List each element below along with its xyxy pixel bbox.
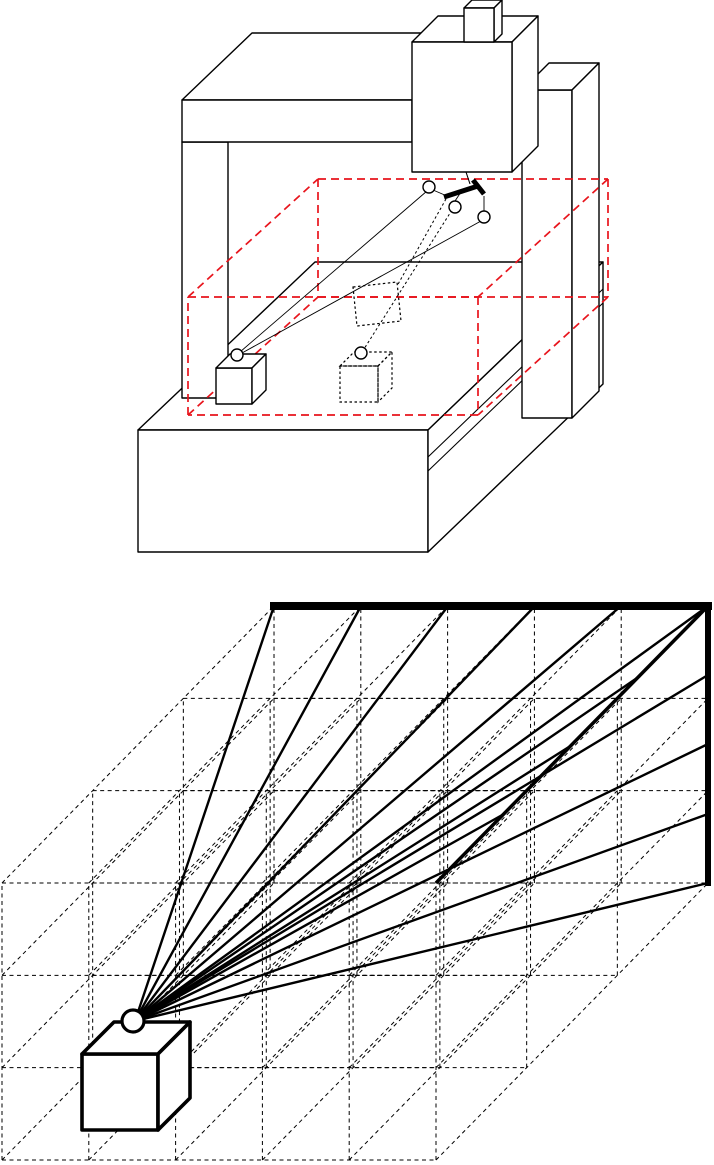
sight-ray	[134, 812, 709, 1023]
voxel-lattice	[348, 790, 622, 1069]
probe-cross-bar	[471, 178, 486, 196]
front-top-right-edge-bold	[434, 604, 710, 885]
work-volume-edge-7	[477, 178, 609, 298]
voxel-lattice	[175, 605, 448, 884]
voxel-lattice	[88, 882, 362, 1161]
spindle-block-right-face	[493, 0, 503, 43]
voxel-lattice	[1, 790, 275, 1069]
voxel-lattice	[435, 790, 709, 1069]
voxel-lattice	[88, 697, 362, 976]
probe-link-1	[432, 189, 448, 197]
viewpoint-cube-front-face	[80, 1052, 160, 1132]
measurement-line-dotted-1	[363, 209, 453, 350]
ghost-plate	[352, 281, 402, 327]
voxel-lattice	[348, 605, 622, 884]
viewpoint-cube-right-face	[156, 1020, 192, 1132]
right-column-right-face	[571, 62, 600, 419]
voxel-lattice	[435, 882, 709, 1161]
probe-ball-1	[422, 180, 436, 194]
voxel-lattice	[435, 697, 709, 976]
voxel-lattice	[1, 697, 275, 976]
voxel-lattice	[175, 790, 448, 1069]
sight-ray	[134, 673, 709, 1023]
voxel-lattice	[348, 697, 622, 976]
work-volume-edge-12	[187, 296, 319, 416]
sight-ray	[134, 605, 536, 1022]
probe-arm-bar	[443, 183, 479, 200]
sight-ray	[134, 605, 449, 1022]
voxel-lattice	[88, 790, 362, 1069]
ghost-cube-right-face	[377, 350, 393, 404]
measurement-line-2	[241, 220, 482, 354]
workpiece-cube-right-face	[251, 353, 267, 405]
voxel-lattice	[1, 882, 275, 1161]
sight-ray	[133, 605, 363, 1022]
measurement-line-dotted-2	[396, 198, 447, 287]
sight-ray	[134, 742, 709, 1023]
workpiece-ball	[230, 348, 244, 362]
sight-ray	[134, 881, 709, 1023]
sight-ray	[134, 675, 641, 1022]
sight-ray	[134, 605, 622, 1022]
spindle-block-front-face	[463, 7, 495, 43]
spindle-head-front-face	[411, 41, 513, 173]
probe-mount-line	[465, 171, 471, 185]
probe-link-2	[454, 191, 462, 202]
ghost-cube-top-face	[338, 351, 394, 367]
voxel-lattice	[262, 882, 535, 1161]
figure-ray-grid	[1, 602, 712, 1161]
figure-cmm-machine	[137, 0, 609, 553]
sight-ray	[134, 743, 573, 1023]
work-volume-edge-9	[477, 296, 609, 416]
sight-ray	[134, 812, 505, 1023]
workpiece-cube-front-face	[215, 367, 253, 405]
voxel-lattice	[175, 882, 448, 1161]
left-column-front-face	[181, 141, 229, 399]
voxel-lattice	[262, 790, 535, 1069]
probe-ball-3	[477, 210, 491, 224]
voxel-lattice	[88, 605, 362, 884]
voxel-lattice	[348, 882, 622, 1161]
viewpoint-eye	[120, 1008, 146, 1034]
measurement-line-1	[239, 190, 428, 353]
sight-ray	[134, 605, 709, 1022]
work-volume-edge-5	[187, 178, 319, 298]
spindle-head-right-face	[511, 15, 539, 173]
sight-ray	[133, 605, 276, 1022]
bed-front-face	[137, 429, 429, 553]
voxel-lattice	[1, 605, 275, 884]
probe-ball-2	[448, 200, 462, 214]
voxel-lattice	[262, 697, 535, 976]
ghost-ball	[354, 346, 368, 360]
gantry-beam-front-face	[181, 99, 413, 143]
